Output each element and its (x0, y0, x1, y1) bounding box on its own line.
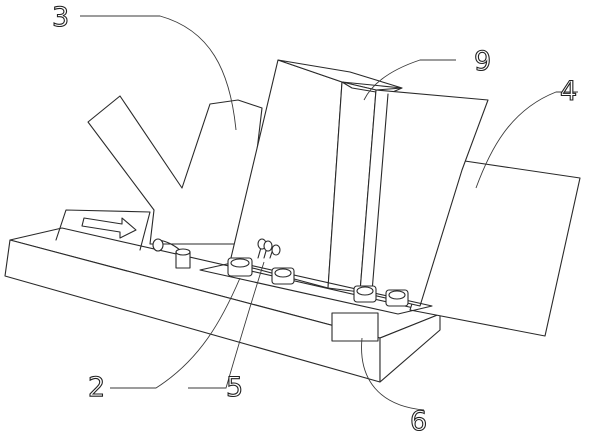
feed-slot (55, 209, 151, 251)
roller-right-a (353, 285, 377, 303)
part-2-roller-left (227, 257, 253, 277)
knob-top (175, 248, 191, 256)
ref-5-label: 5 (226, 372, 243, 403)
part-6-control-panel (331, 312, 379, 342)
housing-edge-line (371, 93, 389, 293)
lever-tip (152, 238, 164, 252)
ref-9-label: 9 (474, 46, 491, 77)
leader-9 (363, 59, 456, 101)
roller-middle (271, 267, 295, 285)
leader-4 (475, 91, 578, 189)
ref-3-label: 3 (52, 2, 69, 33)
ref-6-label: 6 (410, 406, 427, 435)
feed-arrow (81, 217, 137, 239)
leader-5 (188, 261, 265, 389)
part-3-back-panel (87, 95, 263, 245)
ref-4-label: 4 (560, 76, 577, 107)
housing-right-face (359, 89, 489, 307)
leader-3 (80, 15, 237, 131)
leader-2 (110, 277, 241, 389)
roller-right-b (385, 289, 409, 307)
leader-6 (361, 337, 425, 411)
base-right-face (379, 313, 441, 383)
ref-2-label: 2 (88, 372, 105, 403)
base-trough (199, 261, 433, 315)
part-5-pin-cluster (257, 238, 281, 259)
